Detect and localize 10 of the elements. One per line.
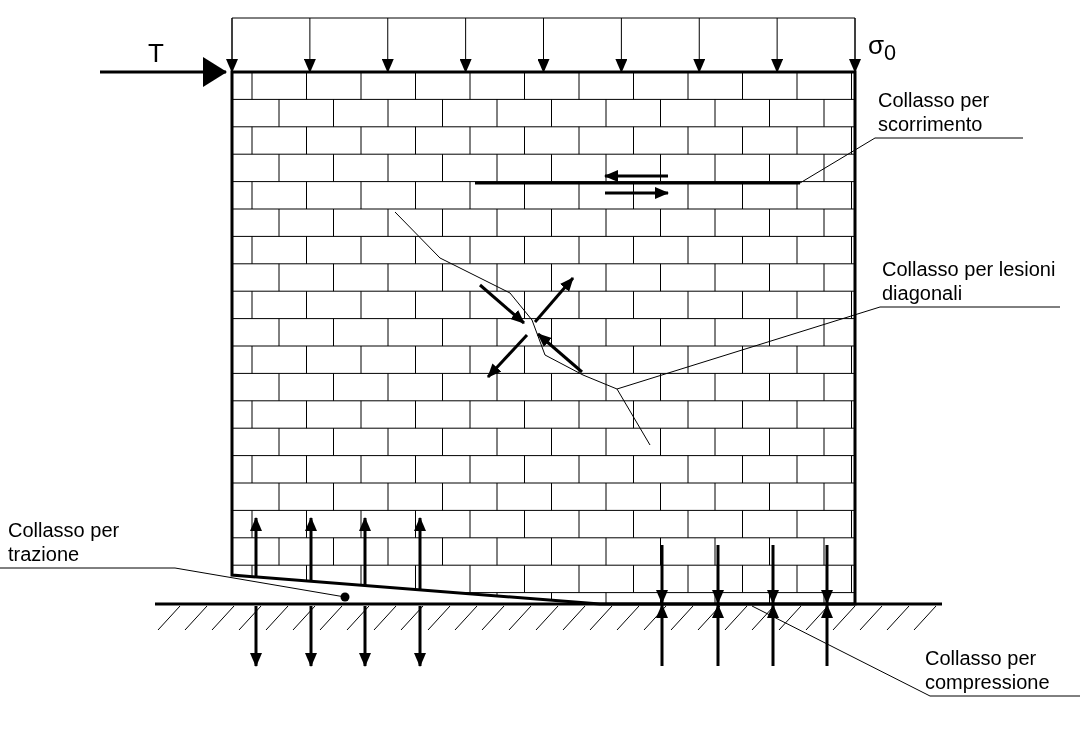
- leader-line: [751, 605, 1081, 697]
- leader-line: [799, 137, 1024, 184]
- callout-text: Collasso per scorrimento: [878, 88, 1023, 136]
- callout-text: Collasso per trazione: [8, 518, 158, 566]
- stress-label: σ$_{0}$: [868, 30, 897, 68]
- leader-line: [616, 306, 1061, 390]
- leader-line: [0, 567, 350, 602]
- force-label: T: [148, 38, 164, 68]
- callout-text: Collasso per compressione: [925, 646, 1080, 694]
- callout-text: Collasso per lesioni diagonali: [882, 257, 1060, 305]
